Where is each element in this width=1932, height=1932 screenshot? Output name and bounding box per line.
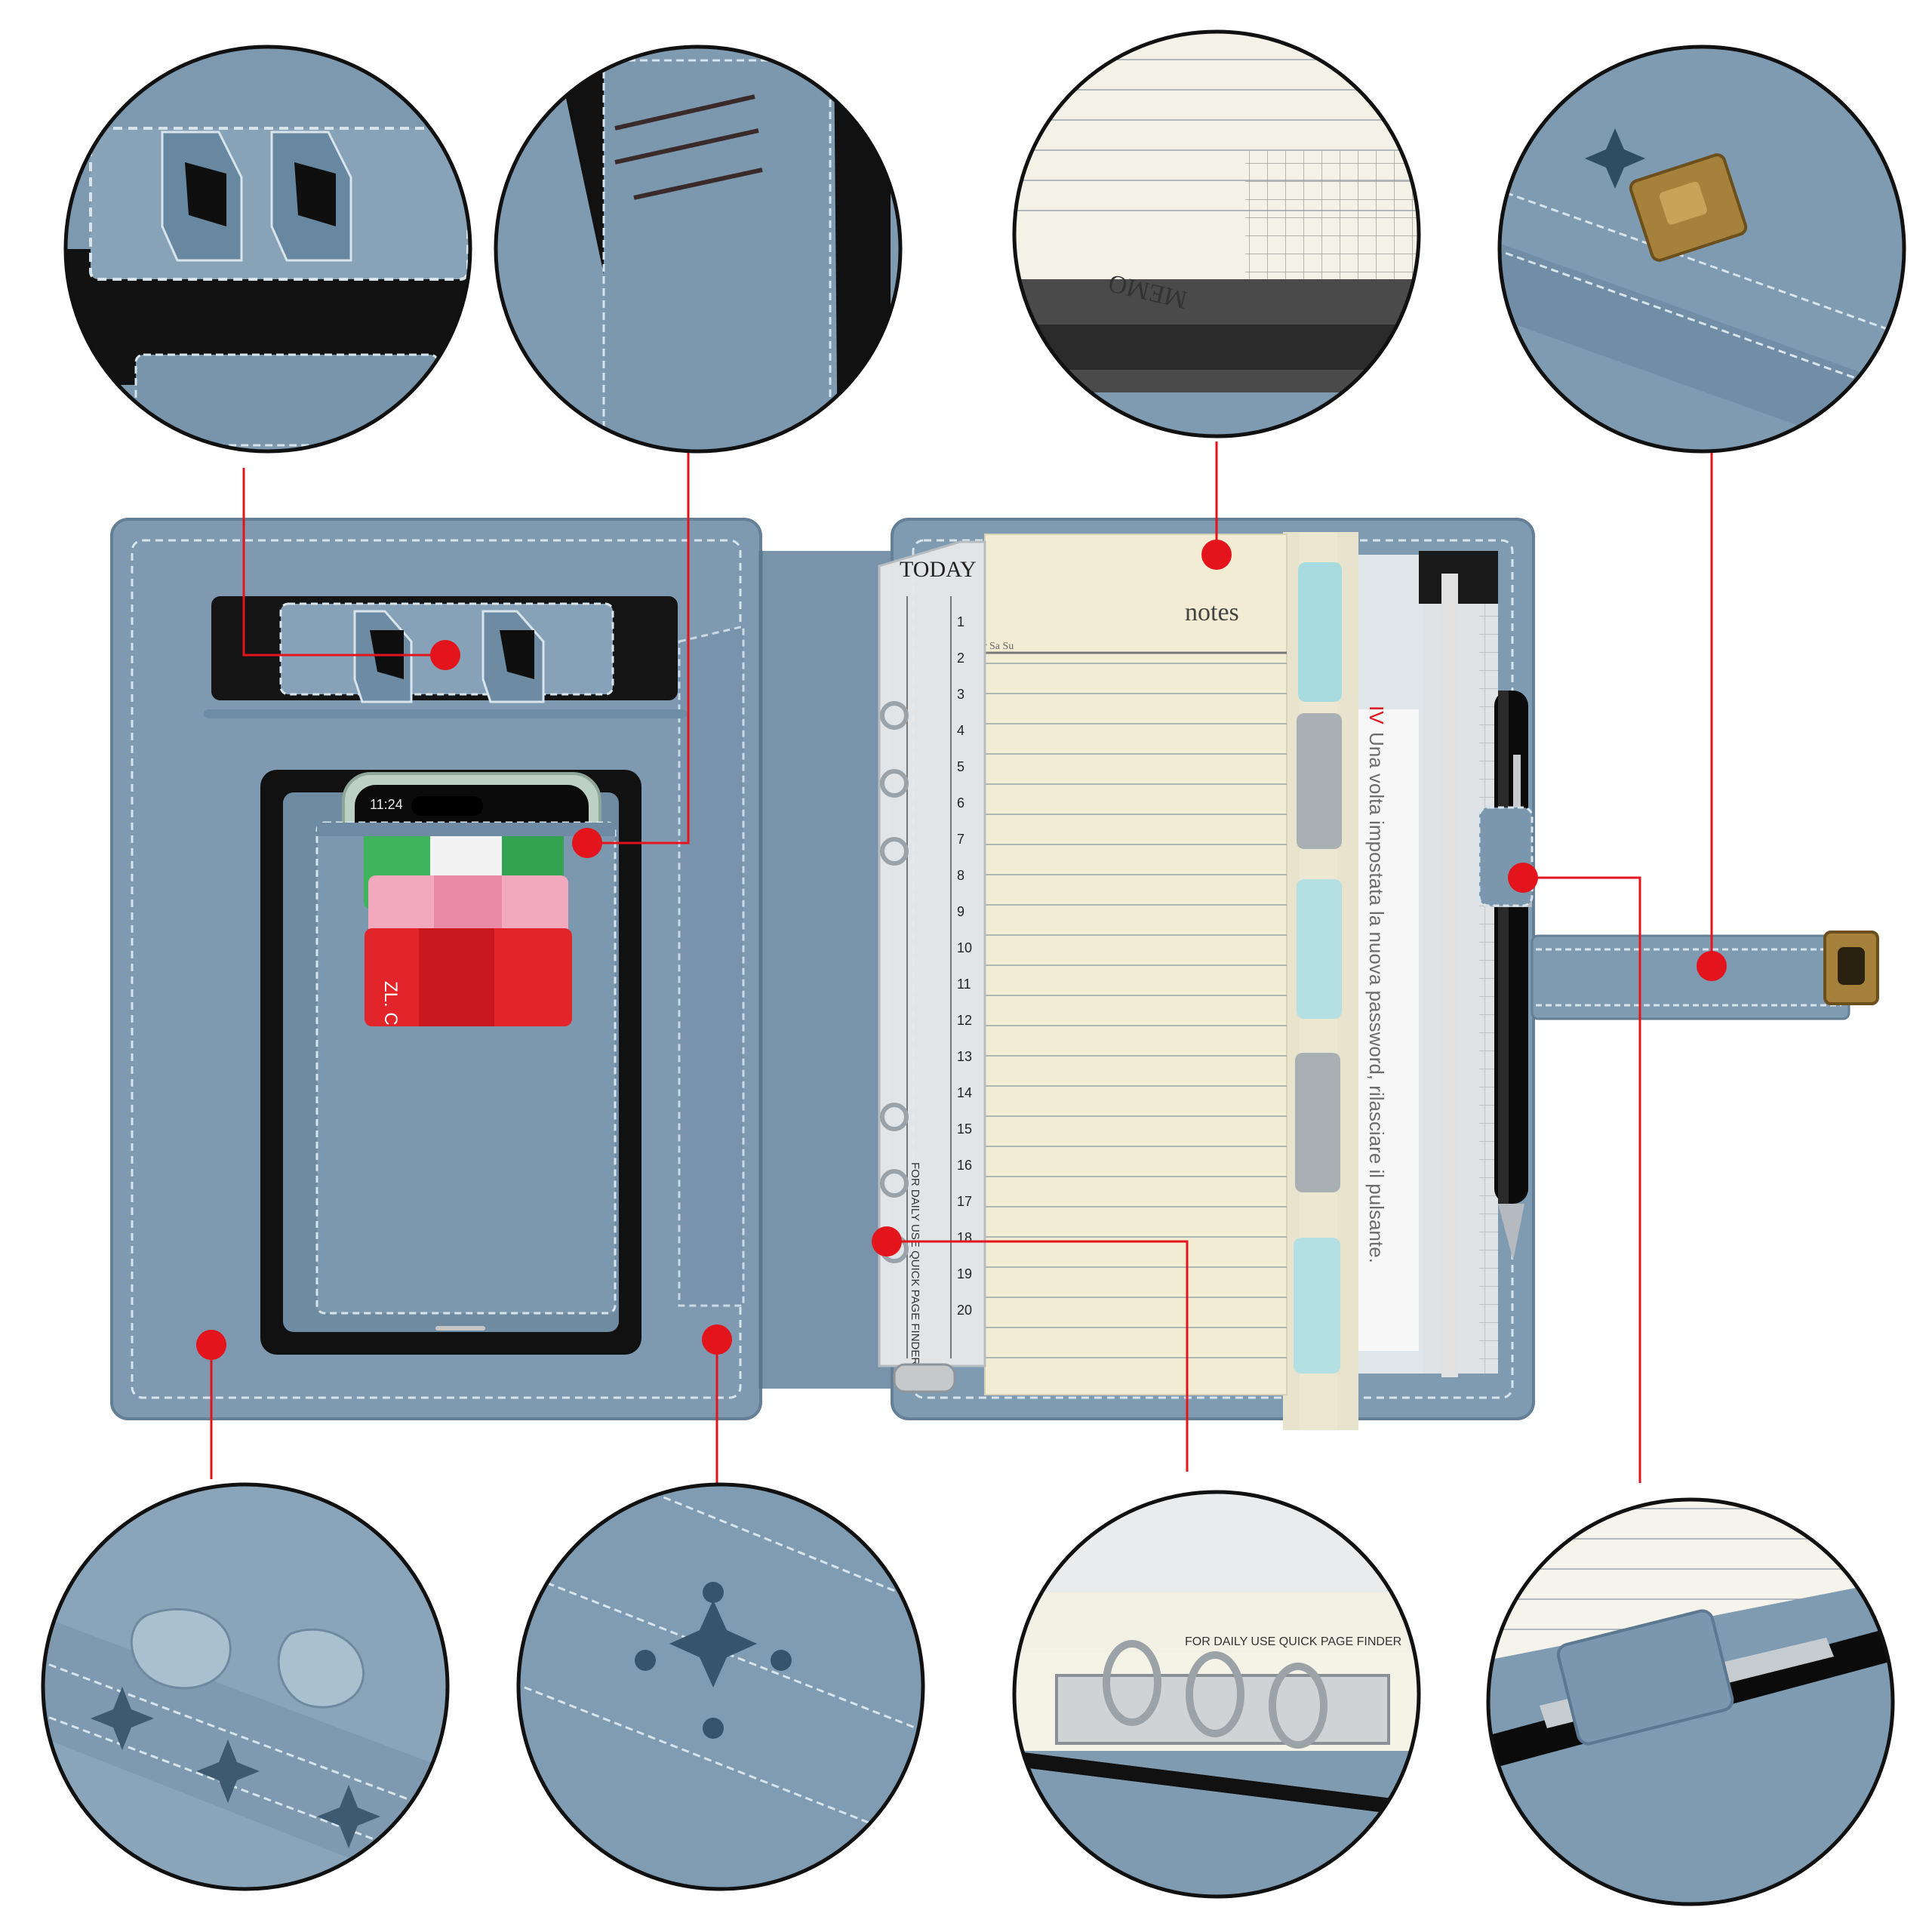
ruler-number: 16: [957, 1158, 972, 1173]
ruler-number: 1: [957, 614, 964, 629]
callout-dots: [196, 540, 1727, 1360]
ruler-caption-detail: FOR DAILY USE QUICK PAGE FINDER: [1185, 1635, 1401, 1648]
clasp-detail-circle: [1500, 47, 1904, 451]
water-resistant-detail-circle: [43, 1484, 448, 1889]
binder-rings: [880, 701, 956, 1393]
sleeve-text-roman: IV: [1365, 706, 1388, 724]
divider-tab: [1294, 1238, 1340, 1374]
divider-tab: [1297, 713, 1342, 849]
ruler-number: 17: [957, 1194, 972, 1209]
embossed-emblem-detail-circle: [518, 1484, 923, 1889]
ruler-number: 5: [957, 759, 964, 774]
ruler-caption: FOR DAILY USE QUICK PAGE FINDER: [909, 1162, 921, 1365]
ruler-number: 19: [957, 1266, 972, 1281]
card-text: ZL. C: [380, 981, 401, 1026]
ruler-number: 12: [957, 1013, 972, 1028]
divider-tab: [1298, 562, 1342, 702]
ruler-number: 14: [957, 1085, 972, 1100]
pen-holder-loop: [1556, 1609, 1734, 1746]
memo-page-detail-circle: MEMO: [1014, 32, 1419, 436]
ruler-tab-label: TODAY: [900, 557, 977, 582]
page-header: notes: [1185, 598, 1239, 626]
ruler-number: 20: [957, 1303, 972, 1318]
ruler-number: 8: [957, 868, 964, 883]
pen-holder-detail-circle: [1488, 1500, 1893, 1904]
ruler-number: 11: [957, 977, 971, 992]
ruler-number: 18: [957, 1230, 972, 1245]
ruler-page-finder[interactable]: TODAY FOR DAILY USE QUICK PAGE FINDER 12…: [878, 540, 986, 1367]
fleur-emblem: [635, 1582, 792, 1739]
ruler-number: 15: [957, 1121, 972, 1137]
pen: [1491, 691, 1532, 1260]
ruler-number: 13: [957, 1049, 972, 1064]
sleeve-text: Una volta impostata la nuova password, r…: [1365, 732, 1388, 1263]
ruler-number: 3: [957, 687, 964, 702]
card-red: ZL. C: [365, 928, 572, 1026]
ruler-number: 4: [957, 723, 964, 738]
ruler-number: 9: [957, 904, 964, 919]
open-binder: 11:24 ZL. C Una volta impostata la nuova…: [110, 518, 1879, 1430]
divider-tab: [1295, 1053, 1340, 1192]
divider-tab: [1297, 879, 1342, 1019]
phone-time: 11:24: [370, 797, 403, 812]
day-labels: Fr Sa Su: [977, 641, 1014, 652]
ruler-number: 10: [957, 940, 972, 955]
ruler-number: 2: [957, 651, 964, 666]
callout-lines: [210, 434, 1713, 1483]
water-droplet: [277, 1628, 365, 1709]
water-droplet: [130, 1607, 232, 1690]
spine: [761, 551, 892, 1389]
ruler-number: 7: [957, 832, 964, 847]
pen-loop-detail-circle: [66, 47, 470, 451]
ruler-number: 6: [957, 795, 964, 811]
